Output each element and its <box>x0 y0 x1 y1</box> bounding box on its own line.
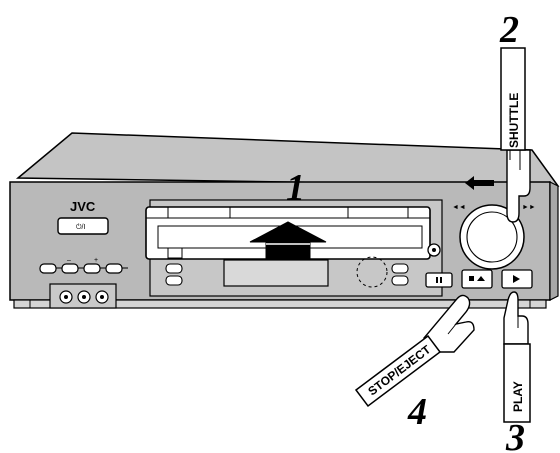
hand-play <box>503 291 529 345</box>
shuttle-tag: SHUTTLE <box>500 47 526 151</box>
step-number-1: 1 <box>286 167 305 209</box>
center-button-l1[interactable] <box>165 263 183 274</box>
center-button-l2[interactable] <box>165 275 183 286</box>
power-button[interactable] <box>57 217 109 235</box>
svg-text:◄◄: ◄◄ <box>452 204 466 211</box>
channel-minus-button[interactable] <box>61 263 79 274</box>
vcr-base <box>13 299 547 309</box>
pause-icon <box>436 277 438 283</box>
left-button-4[interactable] <box>105 263 123 274</box>
center-button-r1[interactable] <box>391 263 409 274</box>
stop-eject-button[interactable] <box>461 269 493 289</box>
step-number-2: 2 <box>499 9 519 51</box>
channel-plus-button[interactable] <box>83 263 101 274</box>
left-control-section: JVC ⏻/I – + <box>39 199 128 309</box>
svg-text:►►: ►► <box>522 204 536 211</box>
shuttle-arrow-icon <box>465 176 494 190</box>
play-tag: PLAY <box>503 343 531 423</box>
play-icon <box>513 275 520 283</box>
stop-eject-label: STOP/EJECT <box>365 342 433 398</box>
minus-label: – <box>67 257 71 264</box>
display-window <box>223 259 329 287</box>
left-button-1[interactable] <box>39 263 57 274</box>
vcr-right-side <box>549 181 559 301</box>
remote-sensor <box>356 256 388 288</box>
hand-stop-eject <box>423 294 475 353</box>
stop-eject-tag: STOP/EJECT <box>354 334 442 408</box>
brand-logo: JVC <box>70 199 96 214</box>
right-control-section: ◄◄ ►► <box>425 204 536 289</box>
center-section <box>145 199 443 297</box>
shuttle-label: SHUTTLE <box>507 93 521 148</box>
power-button-label: ⏻/I <box>76 223 85 231</box>
plus-label: + <box>94 257 98 264</box>
stop-eject-icon <box>469 276 485 281</box>
step-number-3: 3 <box>505 417 525 453</box>
pause-button[interactable] <box>425 272 453 288</box>
center-button-r2[interactable] <box>391 275 409 286</box>
hand-shuttle <box>465 149 531 223</box>
step-number-4: 4 <box>407 391 427 433</box>
play-label: PLAY <box>511 381 525 412</box>
